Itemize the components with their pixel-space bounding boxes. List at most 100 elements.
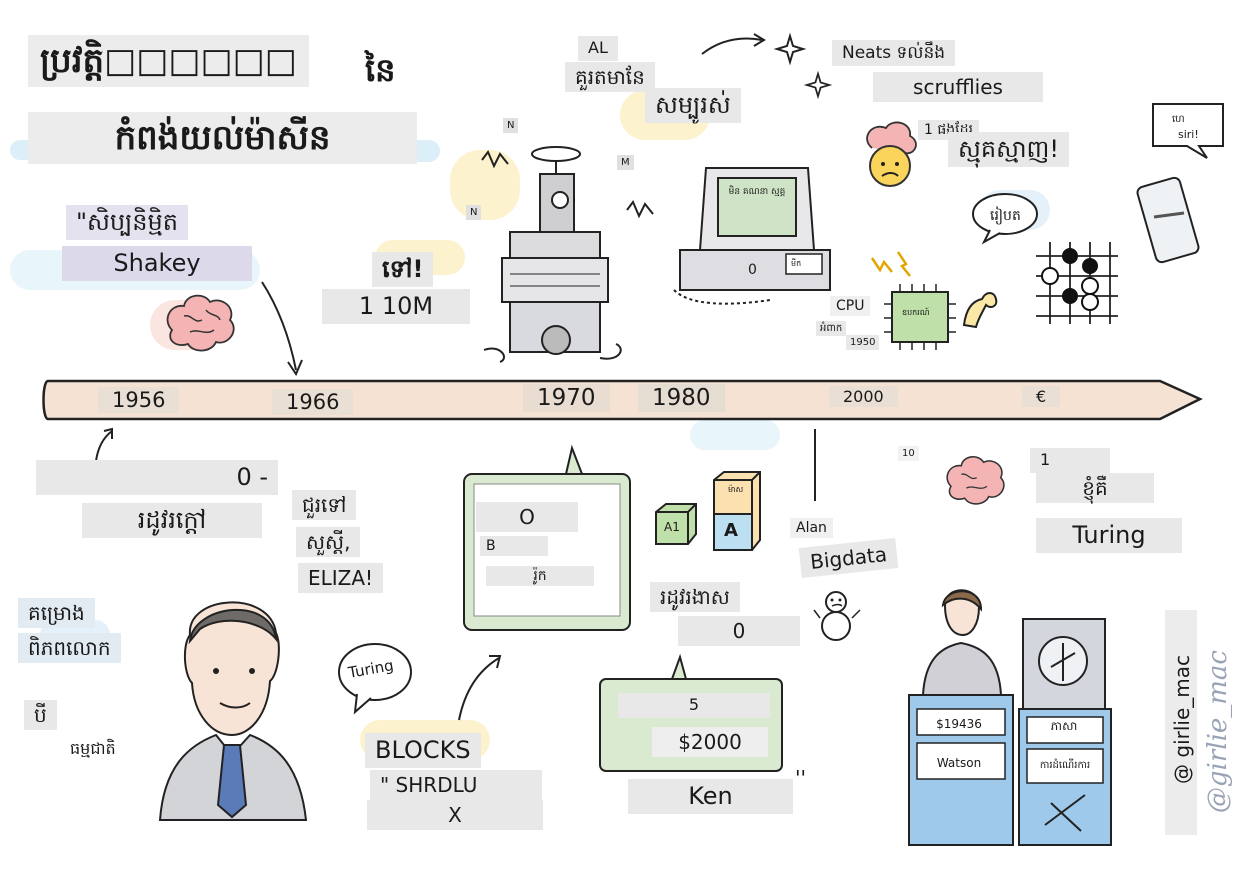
- turing-portrait-icon: [158, 601, 308, 821]
- timeline-tick: [814, 429, 816, 501]
- shrdlu-line-r: រ៉ូក: [486, 566, 594, 587]
- quote-label: "សិប្បនិម្មិត: [66, 205, 188, 241]
- page-title-line1: ប្រវត្តិ□□□□□□: [28, 35, 309, 88]
- go-board-icon: [1036, 242, 1118, 324]
- shakey-label: Shakey: [62, 246, 252, 282]
- muscle-arm-icon: [962, 292, 998, 329]
- bubble-siri: siri!: [1178, 128, 1199, 141]
- lightning-icon: [870, 251, 911, 277]
- world-label: ពិភពលោក: [18, 633, 121, 663]
- cpu-sub2: 1950: [846, 335, 880, 350]
- block-cube-icon: [655, 503, 697, 545]
- year-euro: €: [1022, 386, 1061, 407]
- score-left: $19436: [936, 717, 982, 731]
- project-label: គម្រោង: [18, 598, 95, 628]
- cpu-chip-icon: [884, 284, 956, 350]
- eliza-label: ELIZA!: [298, 563, 384, 593]
- shrdlu-line-o: O: [476, 502, 578, 532]
- ken-label: Ken: [628, 779, 793, 815]
- one-label: 1: [1030, 448, 1110, 473]
- phone-icon: [1136, 176, 1200, 264]
- zero-dash-label: 0 -: [36, 460, 278, 496]
- arrow-icon: [261, 281, 303, 377]
- bigdata-label: Bigdata: [798, 538, 899, 578]
- shrdlu-line-b: B: [480, 536, 548, 557]
- tag-n: N: [466, 205, 482, 220]
- tag-n: N: [503, 118, 519, 133]
- squiggle-icon: [626, 200, 654, 219]
- monitor-text: មិន គណនា ស្មគ្គ: [728, 187, 786, 197]
- al-label: AL: [578, 36, 618, 61]
- i-am-label: ខ្ញុំគឺ: [1036, 473, 1154, 503]
- speech-bubble-icon: [1152, 103, 1224, 159]
- brain-icon: [166, 294, 235, 352]
- complex-label: សម្បូរស់: [645, 88, 741, 124]
- snowman-icon: [813, 591, 861, 641]
- ten-label: 10: [898, 446, 919, 461]
- jeopardy-scene-icon: [908, 589, 1112, 846]
- shrdlu-label: " SHRDLU: [370, 770, 542, 800]
- thought-bubble-icon: [972, 193, 1038, 245]
- bubble-think: រៀបត: [990, 208, 1021, 224]
- greet-label: សួស្តី,: [296, 527, 361, 557]
- computer-zero: 0: [748, 262, 757, 278]
- arrow-icon: [458, 655, 502, 721]
- score-right: ភាសា: [1050, 719, 1078, 733]
- year-2000: 2000: [829, 386, 898, 407]
- arrow-icon: [95, 427, 113, 462]
- five-label: 5: [618, 693, 770, 718]
- cube-a1: A1: [664, 520, 680, 534]
- year-1956: 1956: [98, 387, 180, 413]
- chip-label: ឧបករណ៍: [902, 308, 930, 317]
- prize-label: $2000: [652, 727, 768, 757]
- arrow-icon: [701, 33, 766, 55]
- computer-icon: [673, 167, 831, 305]
- year-1966: 1966: [272, 389, 354, 415]
- budget-label: 1 10M: [322, 289, 470, 325]
- computer-label: មីក: [791, 259, 802, 268]
- shakey-robot-icon: [483, 146, 622, 363]
- three-label: បី: [24, 700, 57, 730]
- watson-label: Watson: [936, 756, 982, 770]
- bubble-hi: ហេ: [1172, 114, 1185, 125]
- title-word: ប្រវត្តិ: [40, 41, 105, 81]
- handle-card: [1165, 610, 1197, 835]
- speech-bubble-icon: [338, 643, 412, 715]
- block-cube-icon: [713, 471, 761, 551]
- squiggle-icon: [481, 150, 509, 169]
- brain-icon: [946, 456, 1005, 505]
- sparkle-icon: [773, 32, 807, 66]
- quote-mark: '': [795, 766, 806, 790]
- blocks-label: BLOCKS: [365, 733, 481, 769]
- scruffies-label: scrufflies: [873, 72, 1043, 102]
- cpu-sub1: អំពាក: [816, 321, 847, 336]
- title-end: នៃ: [365, 51, 396, 89]
- sparkle-icon: [803, 70, 833, 100]
- dark-era-label: រដូវរក្ដៅ: [82, 503, 262, 539]
- natural-label: ធម្មជាតិ: [60, 737, 126, 762]
- blue-blotch: [690, 420, 780, 450]
- processing-label: ការដំណើរការ: [1039, 760, 1091, 771]
- cpu-label: CPU: [830, 296, 871, 317]
- year-1980: 1980: [638, 384, 725, 412]
- yellow-blotch: [450, 150, 520, 220]
- exploding-head-icon: [866, 121, 917, 187]
- alan-label: Alan: [790, 518, 833, 539]
- winter-zero: 0: [678, 616, 800, 646]
- promise-label: គួរតមានែ: [565, 62, 655, 92]
- turing-label: Turing: [1036, 518, 1182, 554]
- winter-label: រដូវរងាស: [650, 582, 740, 612]
- cube-a: A: [724, 520, 738, 541]
- complex-exclaim-label: ស្មុគស្មាញ!: [948, 132, 1070, 168]
- page-title-line2: កំពង់យល់ម៉ាសីន: [28, 112, 417, 165]
- title-boxes: □□□□□□: [104, 41, 297, 81]
- cube-top: ម៉ាស: [728, 485, 744, 494]
- year-1970: 1970: [523, 384, 610, 412]
- exclaim-label: ទៅ!: [372, 252, 434, 288]
- neats-label: Neats ទល់នឹង: [832, 40, 956, 67]
- handle-label: @ girlie_mac: [1170, 655, 1194, 784]
- tag-m: M: [617, 155, 634, 170]
- x-label: X: [367, 800, 543, 830]
- signature-label: @girlie_mac: [1203, 650, 1233, 814]
- hello-label: ជួរទៅ: [292, 490, 357, 520]
